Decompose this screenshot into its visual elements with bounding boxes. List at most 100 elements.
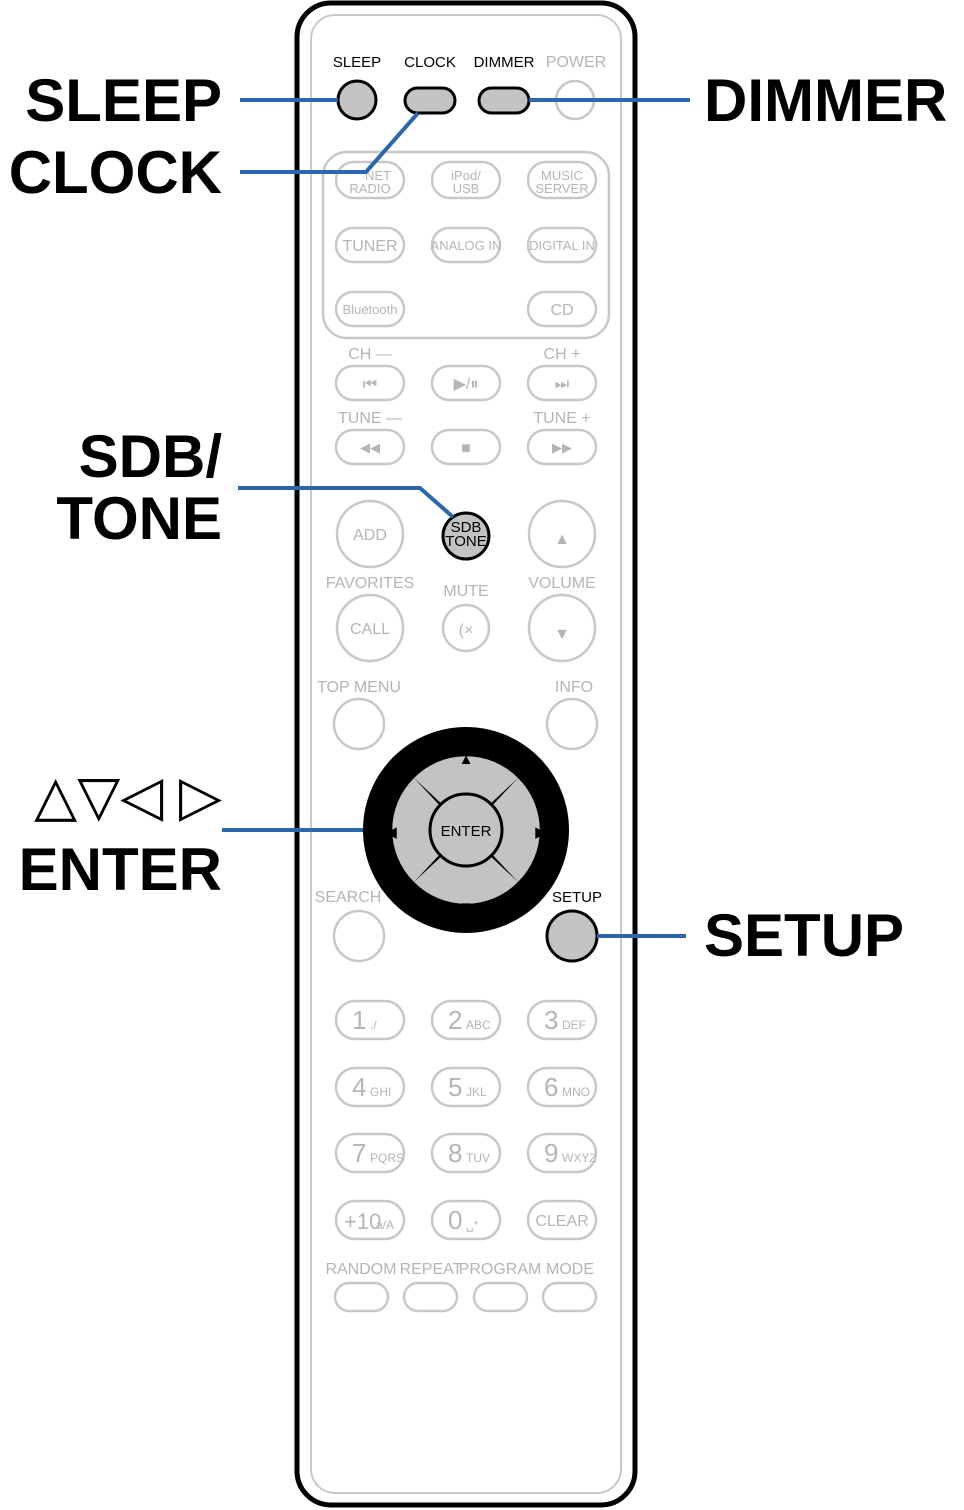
- keypad-letters: ABC: [466, 1018, 491, 1032]
- rewind-button[interactable]: [334, 428, 406, 466]
- keypad-button[interactable]: [334, 999, 406, 1041]
- play-pause-button[interactable]: [430, 364, 502, 402]
- keypad-letters: GHI: [370, 1085, 391, 1099]
- volume-down-icon: ▼: [554, 626, 570, 643]
- keypad-button[interactable]: [526, 1066, 598, 1108]
- repeat-label: REPEAT: [400, 1261, 463, 1278]
- ipod-usb-label-2: USB: [453, 181, 480, 196]
- mode-label: MODE: [546, 1261, 594, 1278]
- keypad-button[interactable]: [334, 1199, 406, 1241]
- cursor-up-icon: ▲: [459, 751, 474, 768]
- sdb-tone-button[interactable]: [441, 511, 491, 561]
- tune-minus-label: TUNE —: [338, 410, 402, 427]
- mode-button[interactable]: [541, 1281, 598, 1313]
- info-button[interactable]: [545, 697, 599, 751]
- dimmer-callout: DIMMER: [704, 67, 947, 134]
- call-button[interactable]: [335, 593, 405, 663]
- cursor-left-button[interactable]: [392, 778, 442, 882]
- cursor-right-icon: ▶: [535, 824, 547, 841]
- mute-button[interactable]: [441, 603, 491, 653]
- keypad-digit: 4: [352, 1072, 366, 1102]
- keypad-letters: TUV: [466, 1151, 490, 1165]
- sdb-callout-line1: SDB/: [79, 423, 223, 490]
- setup-button[interactable]: [545, 909, 599, 963]
- enter-callout: ENTER: [19, 836, 222, 903]
- random-label: RANDOM: [325, 1261, 396, 1278]
- keypad-digit: 1: [352, 1005, 366, 1035]
- sdb-tone-label-2: TONE: [445, 533, 486, 550]
- cursor-left-icon: ◀: [385, 824, 397, 841]
- dimmer-button[interactable]: [477, 86, 531, 115]
- forward-icon: ▶▶: [552, 440, 572, 455]
- random-button[interactable]: [333, 1281, 390, 1313]
- keypad-button[interactable]: [526, 1199, 598, 1241]
- ipod-usb-button[interactable]: [430, 160, 502, 200]
- keypad-button[interactable]: [334, 1132, 406, 1174]
- next-button[interactable]: [526, 364, 598, 402]
- power-label: POWER: [546, 54, 606, 71]
- music-server-button[interactable]: [526, 160, 598, 200]
- keypad-button[interactable]: [430, 1132, 502, 1174]
- top-menu-button[interactable]: [332, 697, 386, 751]
- remote-body-inner: [310, 14, 622, 1494]
- ch-plus-label: CH +: [544, 346, 581, 363]
- cursor-right-button[interactable]: [490, 778, 540, 882]
- analog-in-button[interactable]: [430, 226, 502, 264]
- forward-button[interactable]: [526, 428, 598, 466]
- stop-button[interactable]: [430, 428, 502, 466]
- program-button[interactable]: [472, 1281, 529, 1313]
- analog-in-label: ANALOG IN: [431, 238, 502, 253]
- sleep-button[interactable]: [336, 79, 378, 121]
- source-panel: [321, 150, 611, 340]
- cursor-up-button[interactable]: [414, 756, 518, 806]
- play-pause-icon: ▶/⏸: [454, 376, 479, 393]
- volume-down-button[interactable]: [527, 593, 597, 663]
- keypad-button[interactable]: [526, 999, 598, 1041]
- volume-label: VOLUME: [528, 575, 596, 592]
- sleep-callout: SLEEP: [25, 67, 222, 134]
- add-label: ADD: [353, 527, 387, 544]
- search-button[interactable]: [332, 909, 386, 963]
- volume-up-icon: ▲: [554, 531, 570, 548]
- add-button[interactable]: [335, 499, 405, 569]
- keypad-letters: JKL: [466, 1085, 487, 1099]
- clock-button[interactable]: [403, 86, 457, 115]
- volume-up-button[interactable]: [527, 499, 597, 569]
- enter-button-label: ENTER: [441, 823, 492, 840]
- keypad-button[interactable]: [430, 1066, 502, 1108]
- keypad-button[interactable]: [334, 1066, 406, 1108]
- keypad-letters: DEF: [562, 1018, 586, 1032]
- keypad-letters: MNO: [562, 1085, 590, 1099]
- enter-button[interactable]: [428, 792, 504, 868]
- sdb-callout-line2: TONE: [56, 485, 222, 552]
- keypad-button[interactable]: [526, 1132, 598, 1174]
- cursor-down-button[interactable]: [414, 854, 518, 904]
- keypad-letters: PQRS: [370, 1151, 404, 1165]
- tuner-button[interactable]: [334, 226, 406, 264]
- cursor-down-icon: ▼: [459, 899, 474, 916]
- keypad-letters: ./: [370, 1018, 377, 1032]
- prev-icon: ⏮: [363, 376, 377, 393]
- music-server-label-2: SERVER: [535, 181, 588, 196]
- internet-radio-button[interactable]: [334, 160, 406, 200]
- internet-radio-label-2: RADIO: [349, 181, 390, 196]
- digital-in-label: DIGITAL IN: [529, 238, 595, 253]
- keypad-button[interactable]: [430, 1199, 502, 1241]
- tuner-label: TUNER: [342, 238, 397, 255]
- keypad-button[interactable]: [430, 999, 502, 1041]
- favorites-label: FAVORITES: [326, 575, 415, 592]
- dimmer-label: DIMMER: [474, 54, 535, 71]
- program-label: PROGRAM: [459, 1261, 542, 1278]
- call-label: CALL: [350, 621, 390, 638]
- keypad-digit: 9: [544, 1138, 558, 1168]
- bluetooth-button[interactable]: [334, 290, 406, 328]
- keypad-digit: 6: [544, 1072, 558, 1102]
- prev-button[interactable]: [334, 364, 406, 402]
- arrow-keys-callout: △▽◁ ▷: [34, 764, 222, 827]
- repeat-button[interactable]: [402, 1281, 459, 1313]
- keypad-digit: +10: [344, 1209, 381, 1234]
- cd-button[interactable]: [526, 290, 598, 328]
- sleep-label: SLEEP: [333, 54, 381, 71]
- digital-in-button[interactable]: [526, 226, 598, 264]
